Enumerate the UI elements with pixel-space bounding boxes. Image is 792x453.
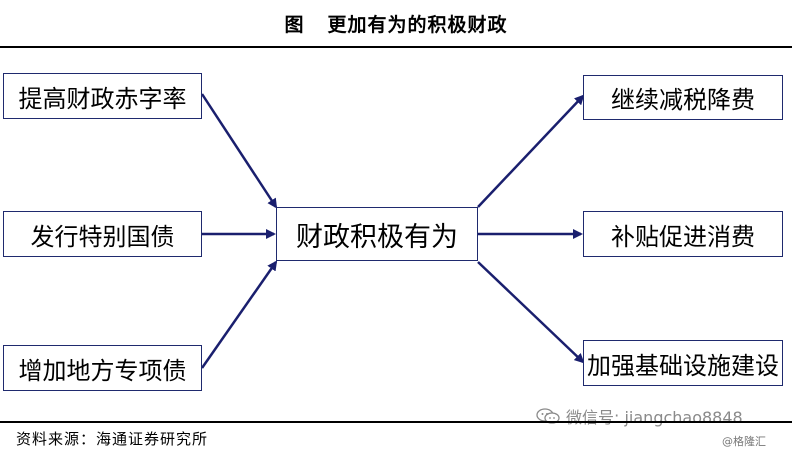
- figure-title-bar: 图 更加有为的积极财政: [0, 0, 792, 48]
- center-box-label: 财政积极有为: [296, 221, 458, 253]
- figure-title: 更加有为的积极财政: [327, 13, 508, 36]
- arrow-left-top: [200, 93, 278, 209]
- left-box-label: 增加地方专项债: [18, 356, 187, 385]
- left-box-label: 发行特别国债: [30, 222, 175, 251]
- arrow-left-bottom: [200, 260, 278, 369]
- source-note: 资料来源：海通证券研究所: [16, 430, 209, 448]
- left-box-label: 提高财政赤字率: [18, 84, 187, 113]
- footer-divider: [0, 421, 792, 423]
- wechat-icon: [536, 408, 560, 424]
- left-box-special-bonds: 发行特别国债: [3, 211, 202, 257]
- right-box-label: 继续减税降费: [611, 86, 755, 114]
- center-box: 财政积极有为: [276, 207, 478, 261]
- left-box-deficit-ratio: 提高财政赤字率: [3, 73, 202, 119]
- figure-label: 图: [284, 13, 304, 36]
- left-box-local-bonds: 增加地方专项债: [3, 345, 202, 391]
- brand-watermark: @格隆汇: [722, 435, 766, 448]
- right-box-label: 补贴促进消费: [611, 222, 755, 251]
- arrow-right-top: [477, 94, 585, 208]
- right-box-infrastructure: 加强基础设施建设: [583, 340, 783, 386]
- right-box-tax-cuts: 继续减税降费: [583, 75, 783, 120]
- arrow-right-bottom: [477, 261, 585, 364]
- right-box-label: 加强基础设施建设: [587, 351, 779, 380]
- wechat-watermark: 微信号: jiangchao8848: [536, 404, 743, 428]
- right-box-consumption-subsidy: 补贴促进消费: [583, 211, 783, 257]
- watermark-text: 微信号: jiangchao8848: [566, 408, 743, 427]
